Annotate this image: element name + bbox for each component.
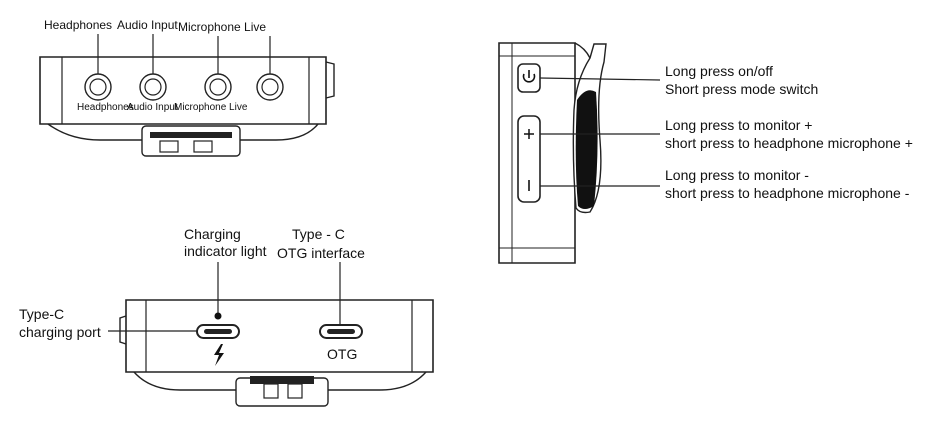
label-volume-minus-line2: short press to headphone microphone - [665, 185, 910, 201]
label-power-line2: Short press mode switch [665, 81, 818, 97]
label-audio-input-header: Audio Input [117, 18, 178, 32]
label-type-c-otg-line1: Type - C [292, 226, 345, 242]
label-type-c-otg-line2: OTG interface [277, 245, 365, 261]
volume-rocker [517, 115, 541, 203]
bottom-clip-slot-right [287, 383, 303, 399]
label-volume-plus-line2: short press to headphone microphone + [665, 135, 913, 151]
top-clip-slot-right [193, 140, 213, 153]
top-clip-slot-left [159, 140, 179, 153]
label-type-c-charging-line2: charging port [19, 324, 101, 340]
live-jack [256, 73, 284, 101]
bottom-view: Charging indicator light Type - C OTG in… [19, 226, 434, 407]
label-headphones-header: Headphones [44, 18, 112, 32]
label-microphone-live-header: Microphone Live [178, 20, 266, 34]
bottom-clip-slot-left [263, 383, 279, 399]
usb-c-charging-port-inner [204, 329, 232, 334]
label-volume-plus-line1: Long press to monitor + [665, 117, 812, 133]
top-side-tab [325, 61, 335, 99]
leader-power [539, 77, 661, 81]
top-device-body [39, 56, 327, 125]
label-volume-minus-line1: Long press to monitor - [665, 167, 809, 183]
side-clip-grip [575, 90, 598, 209]
top-view: Headphones Audio Input Microphone Live [39, 18, 335, 157]
port-label-headphones: Headphones [77, 102, 134, 113]
bottom-device-body [125, 299, 434, 373]
audio-input-jack [139, 73, 167, 101]
headphones-jack [84, 73, 112, 101]
label-charging-line2: indicator light [184, 243, 267, 259]
port-label-microphone-live: Microphone Live [174, 102, 248, 113]
label-power-line1: Long press on/off [665, 63, 773, 79]
bottom-side-tab [119, 315, 127, 345]
charging-indicator-light [214, 312, 222, 320]
usb-c-otg-port-inner [327, 329, 355, 334]
port-label-audio-input: Audio Input [127, 102, 178, 113]
plus-icon [524, 129, 534, 139]
otg-port-label: OTG [327, 346, 357, 362]
side-view: Long press on/off Short press mode switc… [498, 42, 913, 264]
lightning-icon [214, 344, 224, 366]
side-device-body [498, 42, 576, 264]
microphone-jack [204, 73, 232, 101]
label-type-c-charging-line1: Type-C [19, 306, 64, 322]
label-charging-line1: Charging [184, 226, 241, 242]
power-icon [522, 70, 536, 83]
top-clip-ridge [150, 132, 232, 138]
bottom-clip-ridge [250, 376, 314, 384]
top-clip [141, 125, 241, 157]
side-top-curve [574, 42, 591, 59]
